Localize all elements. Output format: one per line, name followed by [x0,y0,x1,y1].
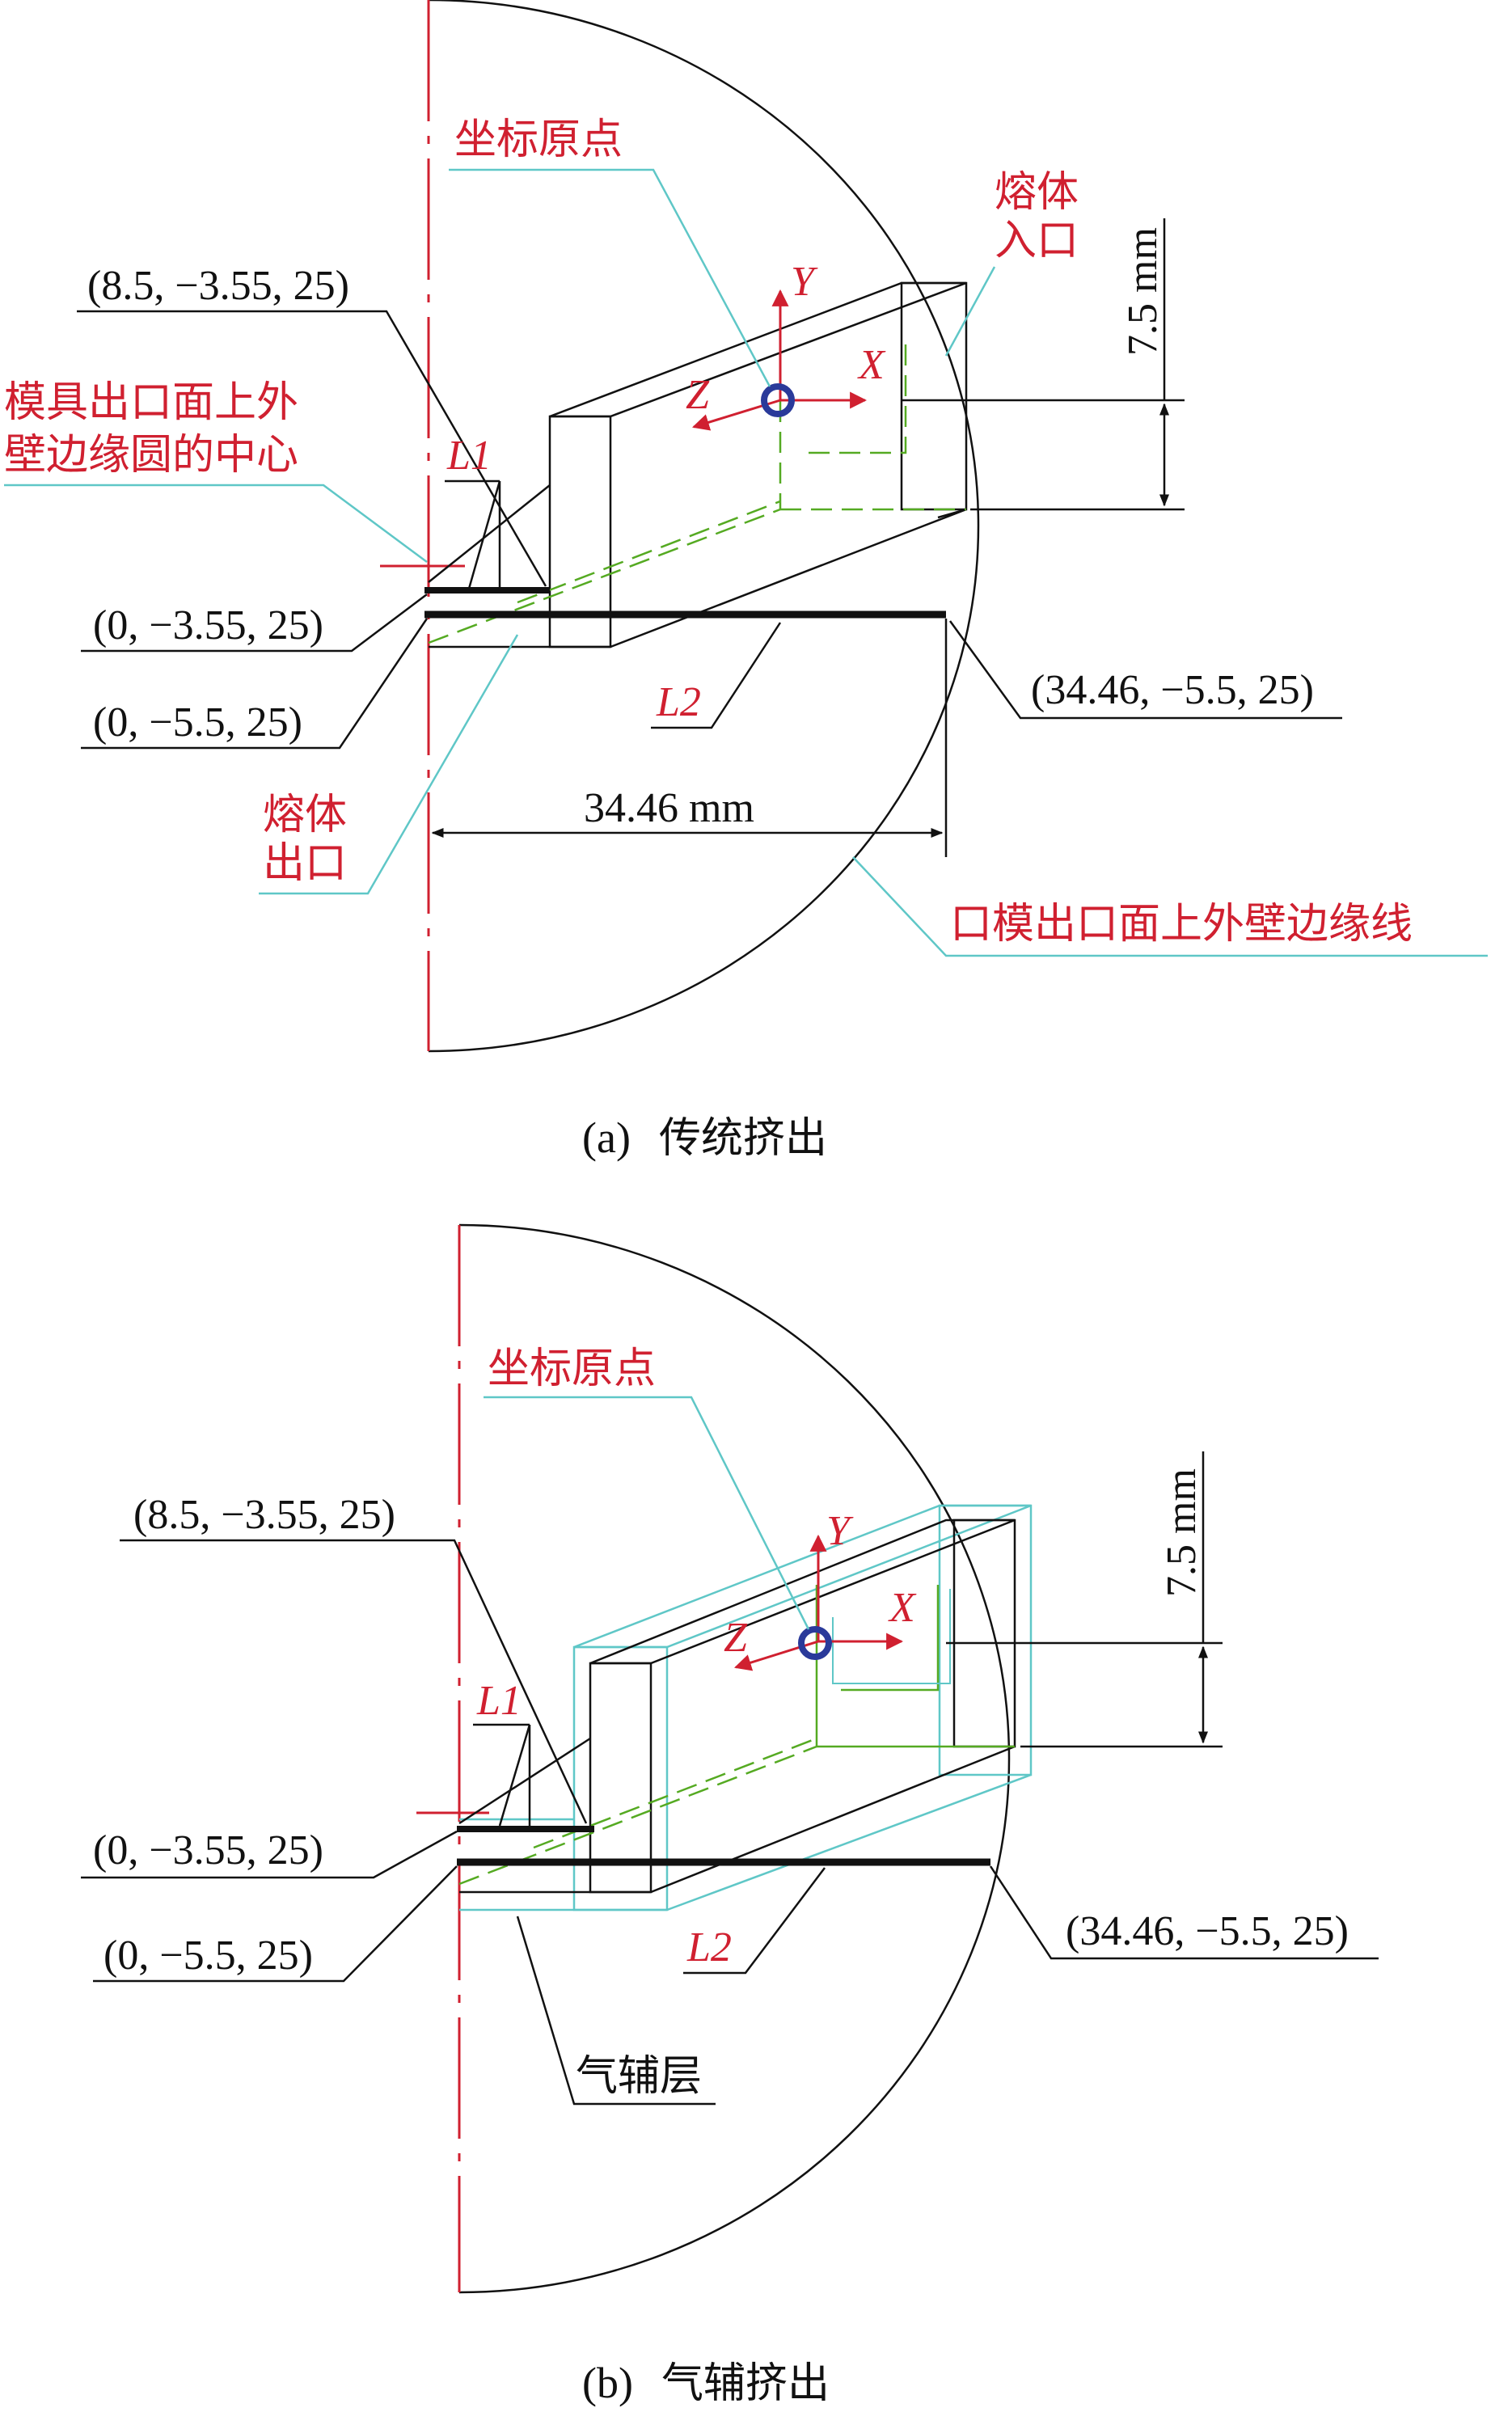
dim-width-a [431,619,948,857]
die-edge-arc-b [458,1223,1011,2294]
axis-z-label-b: Z [724,1615,748,1661]
coord-top-leader-b [120,1539,588,1824]
coord-right-a: (34.46, −5.5, 25) [1031,667,1314,713]
axis-x-label-a: X [857,342,886,388]
melt-outlet-line2-a: 出口 [263,839,347,888]
coord-left2-a: (0, −5.5, 25) [93,699,302,746]
coord-left1-leader-a [81,593,428,653]
coord-left1-leader-b [81,1830,458,1879]
l1-leader-b [473,1723,531,1827]
l1-label-a: L1 [446,433,492,479]
air-layer-label-b: 气辅层 [576,2052,702,2101]
air-layer-leader-b [516,1916,716,2106]
die-center-leader-a [4,484,428,564]
dim-height-text-a: 7.5 mm [1120,227,1166,356]
coord-right-leader-a [948,620,1342,720]
caption-text-b: 气辅挤出 [661,2359,830,2408]
melt-outlet-line1-a: 熔体 [263,791,347,839]
melt-block-b [458,1519,1016,1894]
die-center-line1-a: 模具出口面上外 [4,378,298,427]
coord-top-leader-a [77,310,547,587]
die-edge-leader-a [852,856,1488,957]
melt-inlet-line1-a: 熔体 [995,168,1079,217]
axis-y-label-b: Y [826,1508,854,1554]
air-layer-box-b [459,1504,1033,1911]
melt-outlet-leader-a [259,634,519,895]
dim-height-a [902,218,1185,511]
coord-left2-b: (0, −5.5, 25) [103,1933,313,1979]
diagram-a: Y X Z 7.5 mm 34.46 mm 坐标原点 熔体 入口 模具出口面上外… [4,0,1488,1163]
coord-left2-leader-a [81,618,429,750]
l2-label-a: L2 [656,679,701,725]
origin-leader-b [484,1396,810,1630]
melt-inlet-line2-a: 入口 [995,217,1079,265]
die-edge-label-a: 口模出口面上外壁边缘线 [950,900,1413,948]
coord-left2-leader-b [93,1865,458,1983]
dim-width-text-a: 34.46 mm [584,785,754,831]
origin-label-b: 坐标原点 [488,1345,656,1393]
origin-label-a: 坐标原点 [454,116,623,164]
melt-inlet-leader-a [944,266,996,357]
origin-marker-b [798,1626,832,1660]
dim-height-text-b: 7.5 mm [1159,1468,1205,1597]
l2-leader-b [683,1867,826,1975]
die-center-line2-a: 壁边缘圆的中心 [4,431,298,479]
coord-left1-b: (0, −3.55, 25) [93,1827,323,1873]
axes-a [691,289,868,431]
l1-leader-a [445,479,501,589]
diagram-b: Y X Z 7.5 mm 坐标原点 (8.5, −3.55, 25) L1 (0… [81,1223,1379,2408]
l1-label-b: L1 [476,1678,522,1724]
caption-text-a: 传统挤出 [659,1114,827,1163]
l2-leader-a [651,622,782,729]
l2-label-b: L2 [686,1924,732,1971]
dim-height-b [946,1451,1223,1748]
origin-marker-a [761,383,795,417]
coord-right-b: (34.46, −5.5, 25) [1066,1908,1349,1954]
coord-top-b: (8.5, −3.55, 25) [133,1492,395,1538]
coord-top-a: (8.5, −3.55, 25) [87,263,349,309]
caption-prefix-a: (a) [582,1113,631,1162]
axes-b [733,1534,904,1671]
coord-right-leader-b [989,1865,1379,1960]
caption-prefix-b: (b) [582,2359,633,2407]
origin-leader-a [449,168,771,387]
die-edge-arc-a [428,0,980,1053]
axis-x-label-b: X [888,1585,917,1631]
coord-left1-a: (0, −3.55, 25) [93,602,323,648]
cyan-inner-b [832,1589,951,1684]
green-inner-a [428,340,966,644]
axis-y-label-a: Y [791,259,818,305]
axis-z-label-a: Z [686,372,710,418]
